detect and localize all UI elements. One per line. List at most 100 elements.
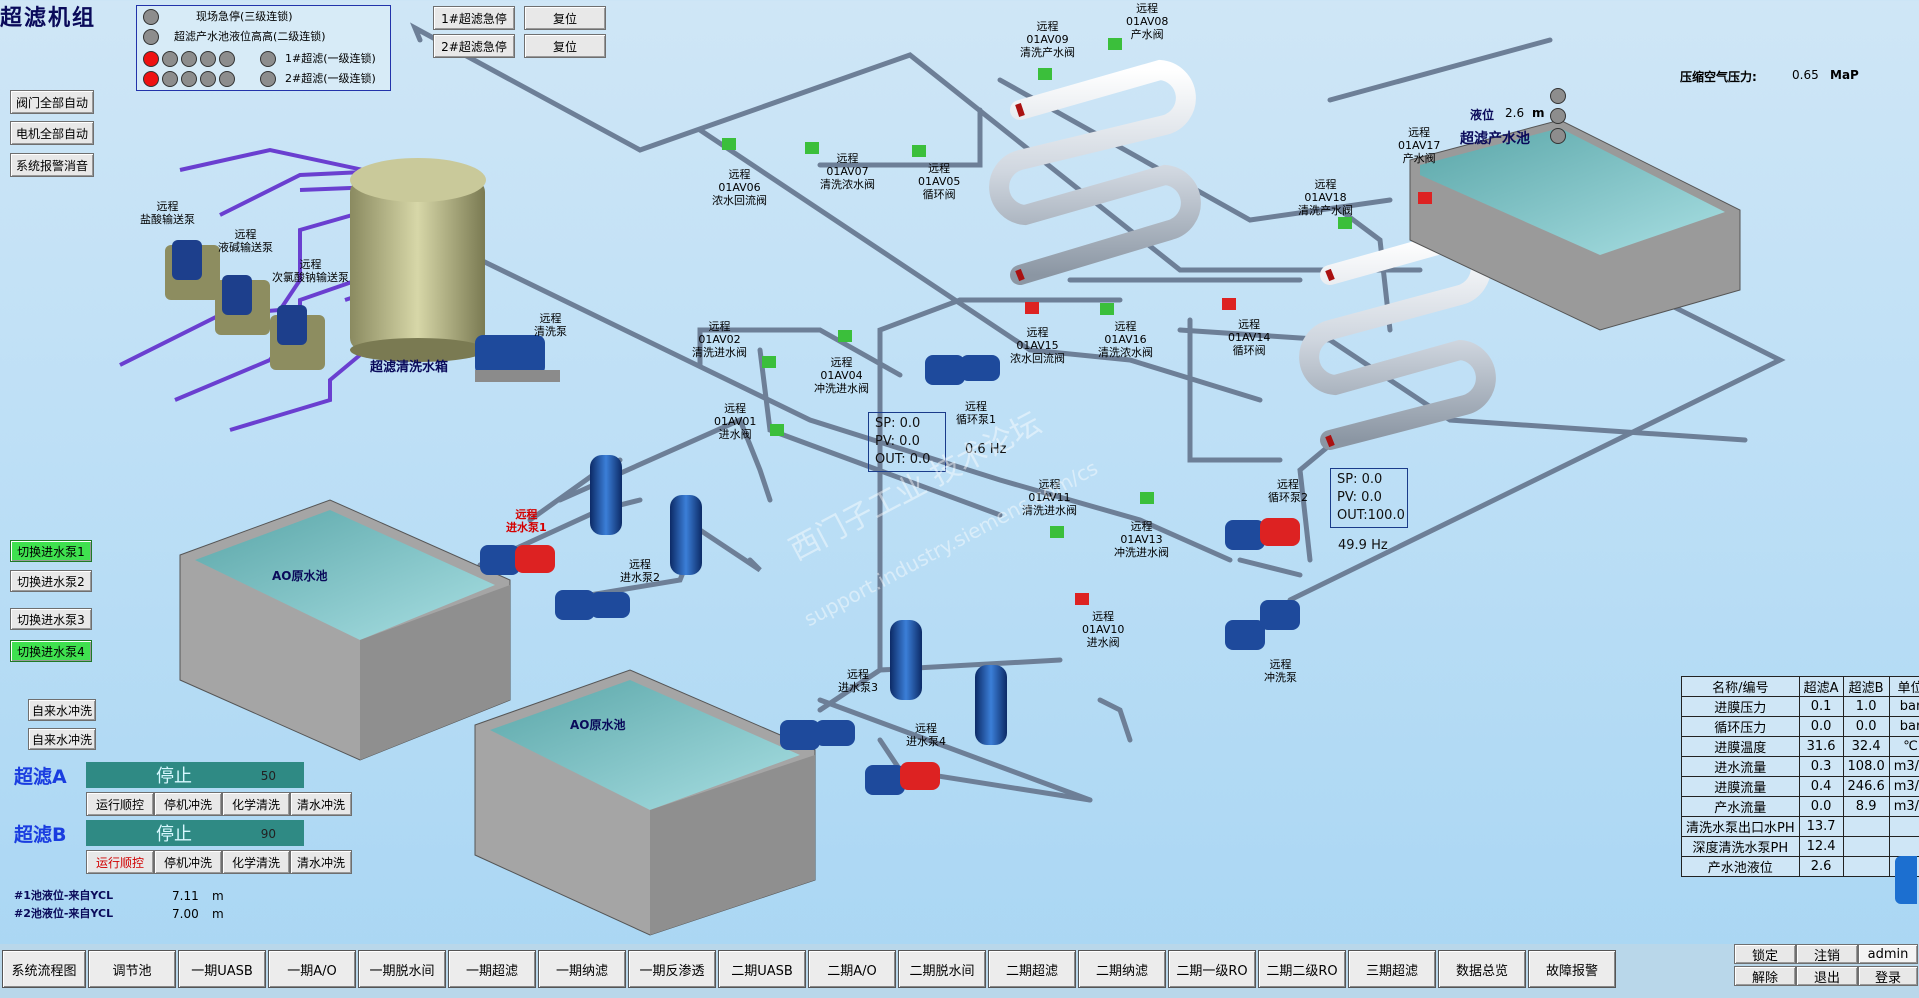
table-header-cell: 名称/编号 xyxy=(1681,676,1800,697)
uf-a-stop-flush-button[interactable]: 停机冲洗 xyxy=(154,792,222,816)
valve-01av17-label[interactable]: 远程 01AV17 产水阀 xyxy=(1398,126,1441,165)
pid1-out: OUT: 0.0 xyxy=(875,452,931,467)
side-help-icon[interactable] xyxy=(1895,856,1917,904)
valve-all-auto-button[interactable]: 阀门全部自动 xyxy=(10,90,94,114)
logout-button[interactable]: 注销 xyxy=(1796,944,1858,964)
naclo-pump-label[interactable]: 远程 次氯酸钠输送泵 xyxy=(272,258,349,284)
tapwater-flush-a-button[interactable]: 自来水冲洗 xyxy=(28,699,96,721)
nav-p3-uf[interactable]: 三期超滤 xyxy=(1348,950,1436,988)
nav-p1-uasb[interactable]: 一期UASB xyxy=(178,950,266,988)
clean-tank-name: 超滤清洗水箱 xyxy=(370,360,449,375)
uf-b-run-sequence-button[interactable]: 运行顺控 xyxy=(86,850,154,874)
valve-01av04-label[interactable]: 远程 01AV04 冲洗进水阀 xyxy=(814,356,869,395)
feed-pump-3-label[interactable]: 远程 进水泵3 xyxy=(838,668,878,694)
current-user: admin xyxy=(1858,944,1918,964)
valve-01av09-label[interactable]: 远程 01AV09 清洗产水阀 xyxy=(1020,20,1075,59)
uf-b-water-flush-button[interactable]: 清水冲洗 xyxy=(290,850,352,874)
uf2-reset-button[interactable]: 复位 xyxy=(524,34,606,58)
uf-a-water-flush-button[interactable]: 清水冲洗 xyxy=(290,792,352,816)
uf1-reset-button[interactable]: 复位 xyxy=(524,6,606,30)
product-level-label: 液位 xyxy=(1470,108,1495,122)
valve-01av16-label[interactable]: 远程 01AV16 清洗浓水阀 xyxy=(1098,320,1153,359)
nav-p2-ro1[interactable]: 二期一级RO xyxy=(1168,950,1256,988)
naoh-pump-label[interactable]: 远程 液碱输送泵 xyxy=(218,228,273,254)
pool2-level-value: 7.00 xyxy=(172,907,199,921)
valve-01av18-label[interactable]: 远程 01AV18 清洗产水阀 xyxy=(1298,178,1353,217)
tapwater-flush-b-button[interactable]: 自来水冲洗 xyxy=(28,728,96,750)
valve-01av10-label[interactable]: 远程 01AV10 进水阀 xyxy=(1082,610,1125,649)
pid-circ2-box[interactable]: SP: 0.0 PV: 0.0 OUT:100.0 xyxy=(1330,468,1408,528)
nav-p1-ao[interactable]: 一期A/O xyxy=(268,950,356,988)
valve-01av11-label[interactable]: 远程 01AV11 清洗进水阀 xyxy=(1022,478,1077,517)
login-button[interactable]: 登录 xyxy=(1858,966,1918,986)
switch-feed-pump-3-button[interactable]: 切换进水泵3 xyxy=(10,608,92,630)
lock-button[interactable]: 锁定 xyxy=(1734,944,1796,964)
table-cell: 深度清洗水泵PH xyxy=(1681,836,1800,857)
valve-01av05-label[interactable]: 远程 01AV05 循环阀 xyxy=(918,162,961,201)
nav-p1-ro[interactable]: 一期反渗透 xyxy=(628,950,716,988)
nav-data-overview[interactable]: 数据总览 xyxy=(1438,950,1526,988)
status-lamp-icon xyxy=(181,51,197,67)
uf2-estop-button[interactable]: 2#超滤急停 xyxy=(433,34,515,58)
valve-01av07-label[interactable]: 远程 01AV07 清洗浓水阀 xyxy=(820,152,875,191)
nav-p1-dewatering[interactable]: 一期脱水间 xyxy=(358,950,446,988)
nav-p2-dewatering[interactable]: 二期脱水间 xyxy=(898,950,986,988)
valve-01av14-label[interactable]: 远程 01AV14 循环阀 xyxy=(1228,318,1271,357)
circ-pump-2-label[interactable]: 远程 循环泵2 xyxy=(1268,478,1308,504)
level-high-lamp-icon xyxy=(1550,88,1566,104)
uf-a-step: 50 xyxy=(260,769,276,783)
exit-button[interactable]: 退出 xyxy=(1796,966,1858,986)
status-lamp-icon xyxy=(200,71,216,87)
status-lamp-icon xyxy=(143,29,159,45)
circ-pump-1-label[interactable]: 远程 循环泵1 xyxy=(956,400,996,426)
nav-p2-ao[interactable]: 二期A/O xyxy=(808,950,896,988)
nav-fault-alarm[interactable]: 故障报警 xyxy=(1528,950,1616,988)
status-lamp-icon xyxy=(143,71,159,87)
uf1-estop-button[interactable]: 1#超滤急停 xyxy=(433,6,515,30)
switch-feed-pump-2-button[interactable]: 切换进水泵2 xyxy=(10,570,92,592)
valve-01av13-label[interactable]: 远程 01AV13 冲洗进水阀 xyxy=(1114,520,1169,559)
valve-01av08-label[interactable]: 远程 01AV08 产水阀 xyxy=(1126,2,1169,41)
hcl-pump-label[interactable]: 远程 盐酸输送泵 xyxy=(140,200,195,226)
unlock-button[interactable]: 解除 xyxy=(1734,966,1796,986)
uf-b-label: 超滤B xyxy=(14,824,67,846)
alarm-mute-button[interactable]: 系统报警消音 xyxy=(10,153,94,177)
feed-pump-2-label[interactable]: 远程 进水泵2 xyxy=(620,558,660,584)
switch-feed-pump-4-button[interactable]: 切换进水泵4 xyxy=(10,640,92,662)
table-cell: 32.4 xyxy=(1842,736,1890,757)
nav-p2-nf[interactable]: 二期纳滤 xyxy=(1078,950,1166,988)
feed-pump-4-label[interactable]: 远程 进水泵4 xyxy=(906,722,946,748)
feed-pump-1-label[interactable]: 远程 进水泵1 xyxy=(506,508,547,534)
flush-pump-label[interactable]: 远程 冲洗泵 xyxy=(1264,658,1297,684)
motor-all-auto-button[interactable]: 电机全部自动 xyxy=(10,121,94,145)
switch-feed-pump-1-button[interactable]: 切换进水泵1 xyxy=(10,540,92,562)
nav-p2-uf[interactable]: 二期超滤 xyxy=(988,950,1076,988)
table-cell: 进水流量 xyxy=(1681,756,1800,777)
valve-01av01-label[interactable]: 远程 01AV01 进水阀 xyxy=(714,402,757,441)
air-pressure-value: 0.65 xyxy=(1792,68,1819,82)
uf-b-stop-flush-button[interactable]: 停机冲洗 xyxy=(154,850,222,874)
uf-b-chem-clean-button[interactable]: 化学清洗 xyxy=(222,850,290,874)
status-lamp-icon xyxy=(260,51,276,67)
table-cell: 循环压力 xyxy=(1681,716,1800,737)
nav-p2-uasb[interactable]: 二期UASB xyxy=(718,950,806,988)
pid1-frequency: 0.6 Hz xyxy=(965,442,1007,457)
nav-system-flow[interactable]: 系统流程图 xyxy=(2,950,86,988)
valve-01av06-label[interactable]: 远程 01AV06 浓水回流阀 xyxy=(712,168,767,207)
nav-regulating-tank[interactable]: 调节池 xyxy=(88,950,176,988)
nav-p1-nf[interactable]: 一期纳滤 xyxy=(538,950,626,988)
valve-01av15-label[interactable]: 远程 01AV15 浓水回流阀 xyxy=(1010,326,1065,365)
uf-a-run-sequence-button[interactable]: 运行顺控 xyxy=(86,792,154,816)
clean-pump-label[interactable]: 远程 清洗泵 xyxy=(534,312,567,338)
pid2-pv: PV: 0.0 xyxy=(1337,490,1382,505)
uf-a-chem-clean-button[interactable]: 化学清洗 xyxy=(222,792,290,816)
nav-p2-ro2[interactable]: 二期二级RO xyxy=(1258,950,1346,988)
nav-p1-uf[interactable]: 一期超滤 xyxy=(448,950,536,988)
status-lamp-icon xyxy=(260,71,276,87)
pid-circ1-box[interactable]: SP: 0.0 PV: 0.0 OUT: 0.0 xyxy=(868,412,946,472)
valve-01av02-label[interactable]: 远程 01AV02 清洗进水阀 xyxy=(692,320,747,359)
